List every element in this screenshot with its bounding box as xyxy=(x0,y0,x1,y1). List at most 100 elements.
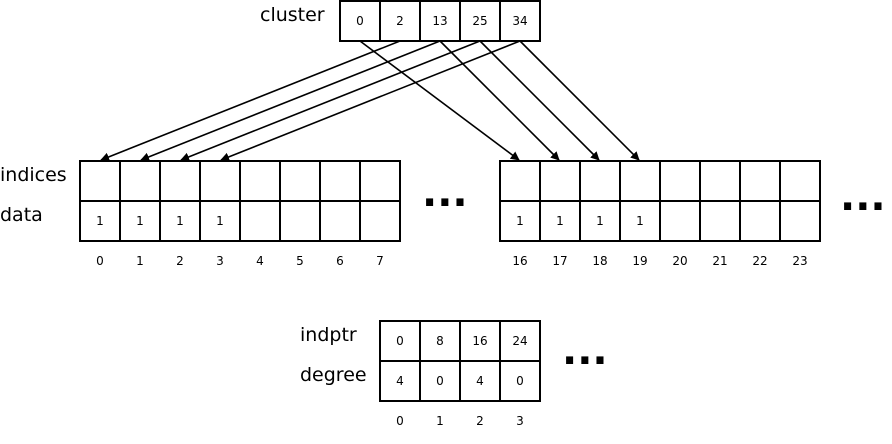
arrow-cluster-2-to-index-0 xyxy=(100,40,401,162)
left-position-label: 5 xyxy=(296,254,304,268)
indices-right-cell xyxy=(579,160,621,202)
indices-right-cell xyxy=(699,160,741,202)
position-labels-right: 16 17 18 19 20 21 22 23 xyxy=(512,254,807,268)
indices-left-cell xyxy=(159,160,201,202)
indptr-value: 8 xyxy=(436,334,444,348)
indptr-cell xyxy=(459,320,501,362)
indices-array-right xyxy=(499,160,821,202)
indices-label: indices xyxy=(0,164,67,186)
indices-left-cell xyxy=(119,160,161,202)
indices-array-left xyxy=(79,160,401,202)
data-array-right: 1 1 1 1 xyxy=(499,200,821,242)
right-position-label: 21 xyxy=(712,254,727,268)
data-left-cell xyxy=(159,200,201,242)
right-position-label: 20 xyxy=(672,254,687,268)
degree-value: 0 xyxy=(436,374,444,388)
position-labels-node: 0 1 2 3 xyxy=(396,414,524,428)
left-position-label: 3 xyxy=(216,254,224,268)
node-position-label: 3 xyxy=(516,414,524,428)
arrow-group xyxy=(100,40,640,162)
indices-left-cell xyxy=(319,160,361,202)
cluster-value: 0 xyxy=(356,14,364,28)
data-left-value: 1 xyxy=(176,214,184,228)
cluster-array: 0 2 13 25 34 xyxy=(339,0,541,42)
left-position-label: 1 xyxy=(136,254,144,268)
arrow-cluster-0-to-index-16 xyxy=(359,40,520,161)
indices-left-cell xyxy=(239,160,281,202)
degree-value: 0 xyxy=(516,374,524,388)
ellipsis-middle: ... xyxy=(422,170,468,216)
data-left-cell xyxy=(119,200,161,242)
ellipsis-bottom: ... xyxy=(562,328,608,374)
cluster-value: 13 xyxy=(432,14,447,28)
data-left-cell xyxy=(359,200,401,242)
data-right-value: 1 xyxy=(556,214,564,228)
indptr-value: 24 xyxy=(512,334,527,348)
right-position-label: 23 xyxy=(792,254,807,268)
left-position-label: 2 xyxy=(176,254,184,268)
cluster-label: cluster xyxy=(260,4,325,26)
data-right-value: 1 xyxy=(596,214,604,228)
indices-right-cell xyxy=(619,160,661,202)
data-right-cell xyxy=(699,200,741,242)
left-position-label: 6 xyxy=(336,254,344,268)
cluster-value: 25 xyxy=(472,14,487,28)
degree-cell xyxy=(459,360,501,402)
data-left-cell xyxy=(239,200,281,242)
cluster-value: 34 xyxy=(512,14,527,28)
data-array-left: 1 1 1 1 xyxy=(79,200,401,242)
cluster-value: 2 xyxy=(396,14,404,28)
arrow-cluster-13-to-index-18 xyxy=(479,40,600,161)
right-position-label: 16 xyxy=(512,254,527,268)
indptr-label: indptr xyxy=(300,324,357,346)
right-position-label: 17 xyxy=(552,254,567,268)
data-right-cell xyxy=(499,200,541,242)
degree-cell xyxy=(419,360,461,402)
indices-right-cell xyxy=(499,160,541,202)
data-left-value: 1 xyxy=(216,214,224,228)
data-left-value: 1 xyxy=(136,214,144,228)
arrow-cluster-13-to-index-1 xyxy=(140,40,441,162)
data-right-cell xyxy=(619,200,661,242)
right-position-label: 19 xyxy=(632,254,647,268)
data-left-cell xyxy=(199,200,241,242)
right-position-label: 22 xyxy=(752,254,767,268)
data-right-value: 1 xyxy=(516,214,524,228)
data-right-cell xyxy=(659,200,701,242)
left-position-label: 0 xyxy=(96,254,104,268)
node-position-label: 2 xyxy=(476,414,484,428)
arrow-cluster-34-to-index-3 xyxy=(220,40,521,162)
arrow-cluster-25-to-index-19 xyxy=(519,40,640,161)
data-left-value: 1 xyxy=(96,214,104,228)
indptr-cell xyxy=(499,320,541,362)
indices-left-cell xyxy=(79,160,121,202)
data-right-cell xyxy=(579,200,621,242)
arrow-cluster-2-to-index-17 xyxy=(439,40,560,161)
data-left-cell xyxy=(279,200,321,242)
indices-right-cell xyxy=(539,160,581,202)
degree-value: 4 xyxy=(476,374,484,388)
data-right-value: 1 xyxy=(636,214,644,228)
degree-cell xyxy=(499,360,541,402)
indices-right-cell xyxy=(779,160,821,202)
node-position-label: 1 xyxy=(436,414,444,428)
ellipsis-right: ... xyxy=(840,174,886,220)
indices-left-cell xyxy=(359,160,401,202)
indices-left-cell xyxy=(199,160,241,202)
data-right-cell xyxy=(779,200,821,242)
indices-left-cell xyxy=(279,160,321,202)
indptr-array: 0 8 16 24 xyxy=(379,320,541,362)
left-position-label: 7 xyxy=(376,254,384,268)
right-position-label: 18 xyxy=(592,254,607,268)
indices-right-cell xyxy=(659,160,701,202)
indptr-value: 0 xyxy=(396,334,404,348)
data-label: data xyxy=(0,204,43,226)
position-labels-left: 0 1 2 3 4 5 6 7 xyxy=(96,254,384,268)
degree-value: 4 xyxy=(396,374,404,388)
degree-array: 4 0 4 0 xyxy=(379,360,541,402)
indptr-value: 16 xyxy=(472,334,487,348)
node-position-label: 0 xyxy=(396,414,404,428)
left-position-label: 4 xyxy=(256,254,264,268)
